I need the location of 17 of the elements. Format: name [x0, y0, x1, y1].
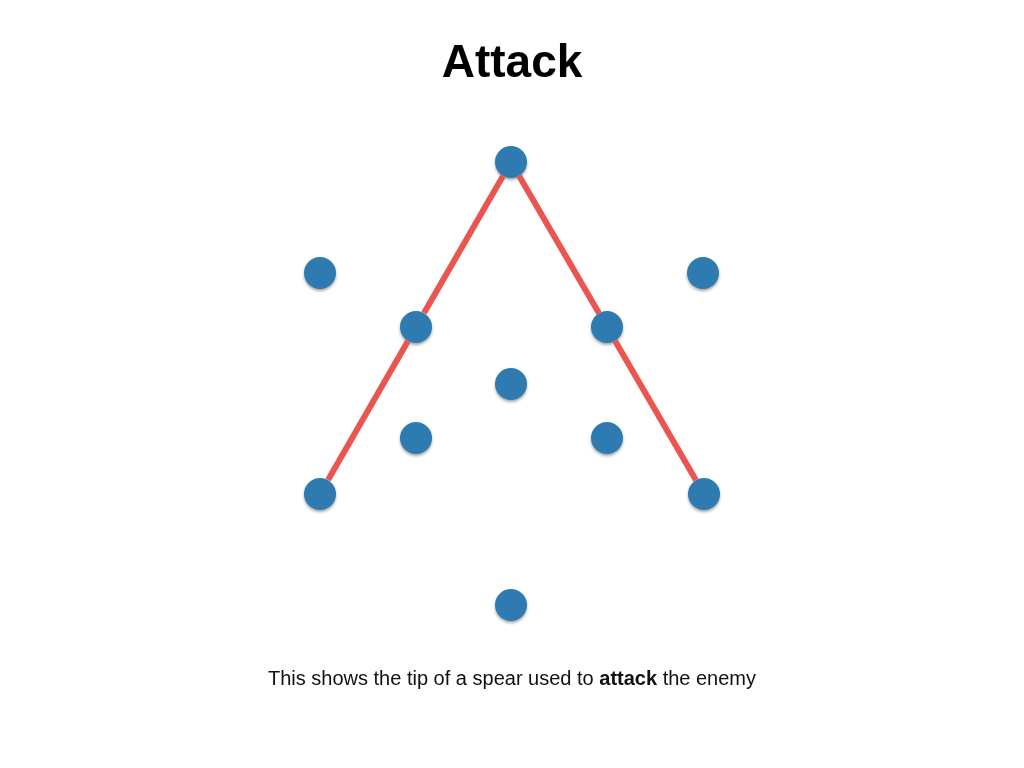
spear-line — [421, 174, 506, 315]
spear-line — [325, 339, 411, 482]
dot — [400, 422, 432, 454]
dot — [687, 257, 719, 289]
dot — [495, 589, 527, 621]
dot — [304, 478, 336, 510]
spear-line — [516, 174, 602, 315]
caption: This shows the tip of a spear used to attack the enemy — [267, 666, 757, 691]
dot — [495, 146, 527, 178]
title: Attack — [441, 34, 583, 88]
dot — [591, 422, 623, 454]
dot — [688, 478, 720, 510]
dot — [304, 257, 336, 289]
dot — [495, 368, 527, 400]
dot — [591, 311, 623, 343]
dot — [400, 311, 432, 343]
spear-line — [612, 339, 699, 482]
